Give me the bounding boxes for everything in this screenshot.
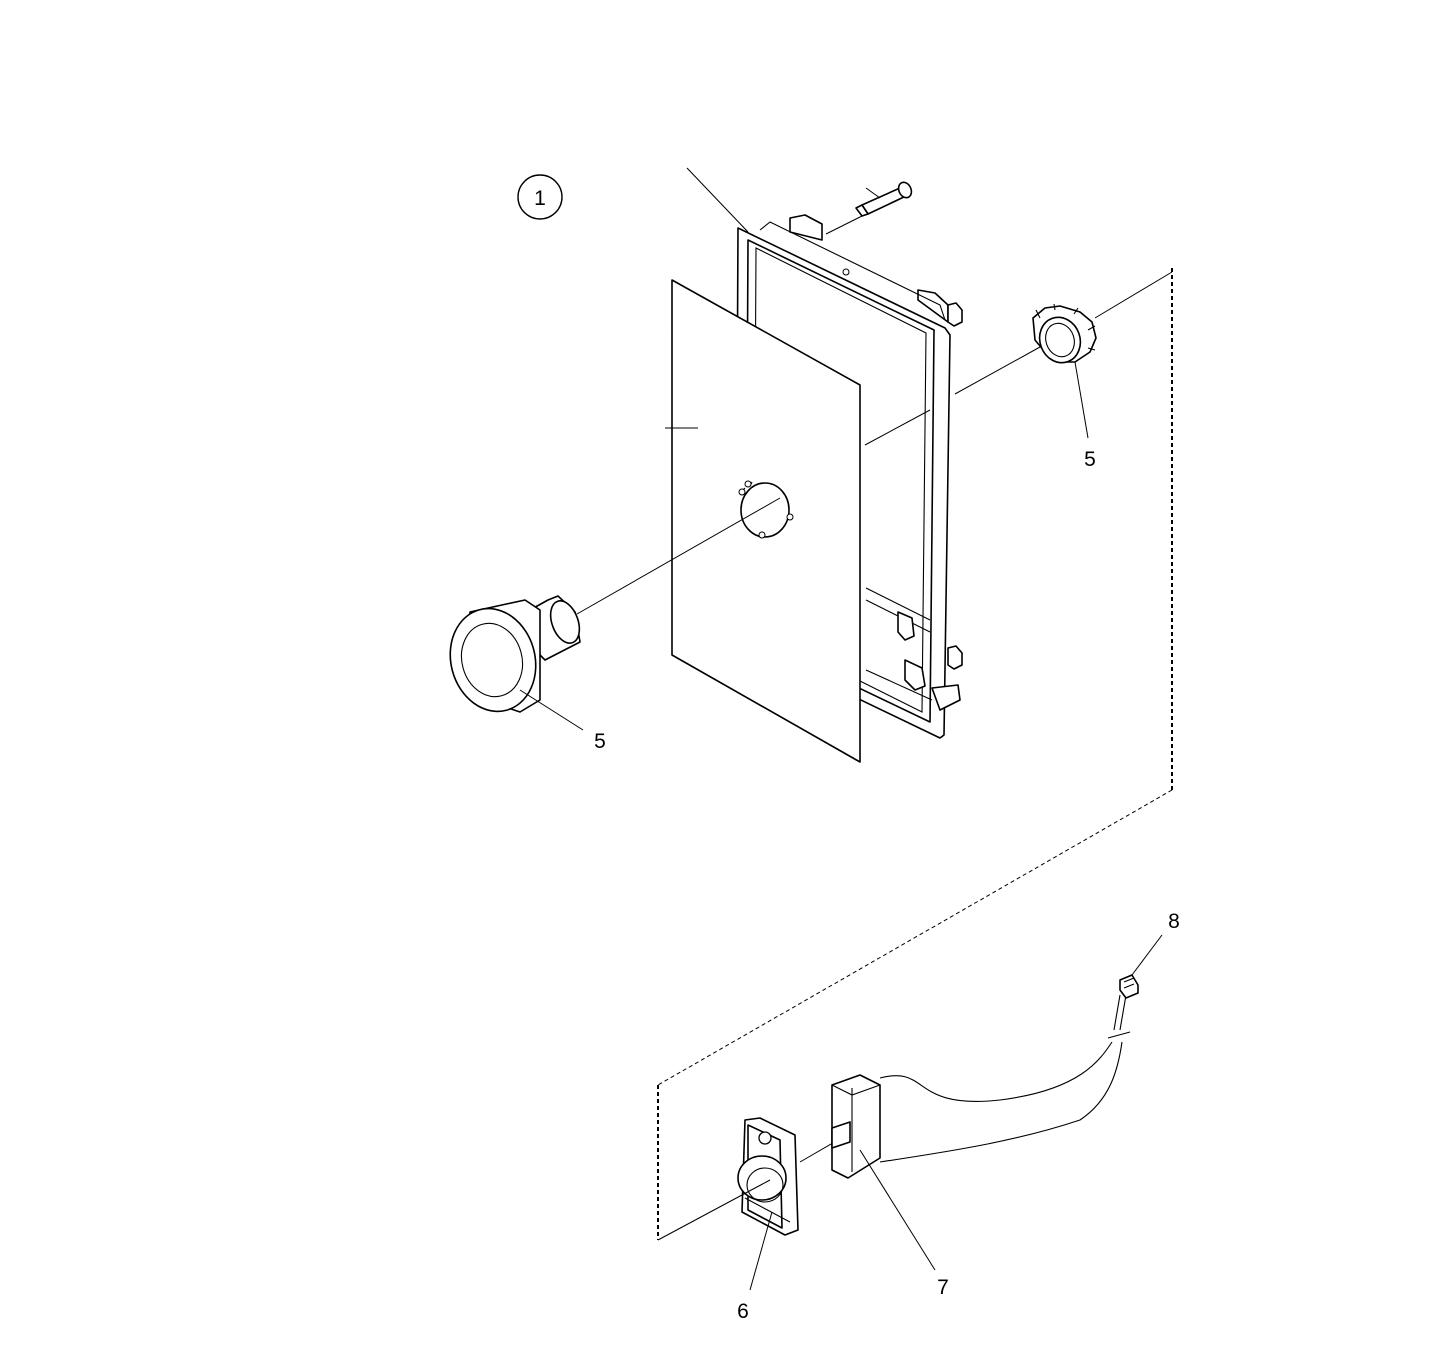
contact-holder: 6 — [657, 1117, 839, 1323]
callout-knob-button: 5 — [594, 730, 606, 753]
contact-block: 7 — [831, 1074, 949, 1299]
knob-button: 5 — [449, 595, 606, 753]
connector: 8 — [1119, 910, 1180, 999]
screw — [825, 181, 913, 235]
callout-connector: 8 — [1168, 910, 1180, 933]
callout-contact-block: 7 — [937, 1276, 949, 1299]
callout-knob-ring: 5 — [1084, 448, 1096, 471]
wire-harness — [879, 994, 1131, 1163]
callout-contact-holder: 6 — [737, 1300, 749, 1323]
reference-plane — [657, 268, 1173, 1240]
step-marker-number: 1 — [534, 187, 546, 210]
front-plate — [665, 279, 861, 763]
step-marker: 1 — [517, 174, 563, 220]
knob-ring: 5 — [1032, 303, 1097, 471]
